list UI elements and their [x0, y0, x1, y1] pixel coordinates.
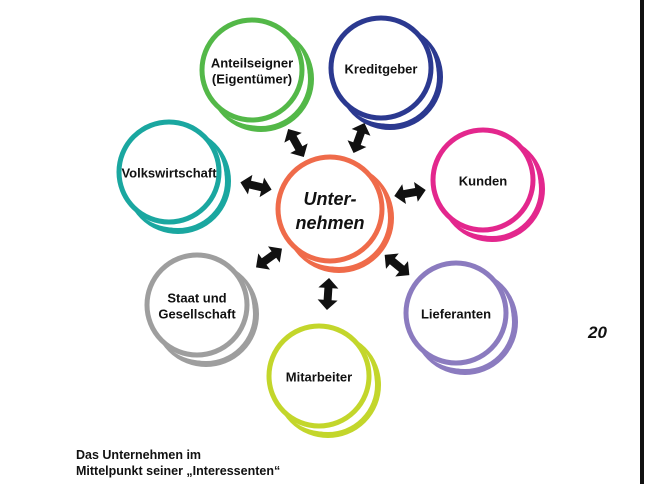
page-number: 20 [588, 323, 607, 342]
node-anteilseigner-label-line-1: Anteilseigner [211, 55, 293, 70]
node-kreditgeber-circle [328, 15, 434, 121]
node-volkswirtschaft-label-line-1: Volkswirtschaft [121, 165, 217, 180]
node-anteilseigner-label-line-2: (Eigentümer) [212, 71, 292, 86]
arrow-kunden [394, 182, 426, 204]
node-lieferanten-label-line-1: Lieferanten [421, 306, 491, 321]
node-staat-label-line-1: Staat und [167, 290, 226, 305]
node-anteilseigner-circle [199, 17, 305, 123]
node-kunden-label-line-1: Kunden [459, 173, 507, 188]
node-staat-circle [144, 252, 250, 358]
arrow-anteilseigner [284, 129, 308, 157]
node-kunden-circle [430, 127, 536, 233]
arrow-volkswirtschaft [240, 174, 272, 198]
arrow-mitarbeiter [317, 278, 339, 310]
arrow-lieferanten [384, 253, 410, 277]
node-volkswirtschaft-circle [116, 119, 222, 225]
arrow-kreditgeber [347, 122, 371, 154]
center-label-line-1: Unter- [304, 189, 357, 209]
node-lieferanten-circle [403, 260, 509, 366]
caption-line-2: Mittelpunkt seiner „Interessenten“ [76, 464, 281, 478]
arrow-staat [256, 246, 282, 270]
center-label-line-2: nehmen [295, 213, 364, 233]
caption: Das Unternehmen im Mittelpunkt seiner „I… [76, 447, 280, 479]
node-staat-label-line-2: Gesellschaft [158, 306, 236, 321]
center-circle [275, 154, 385, 264]
caption-line-1: Das Unternehmen im [76, 448, 202, 462]
node-mitarbeiter-label-line-1: Mitarbeiter [286, 369, 352, 384]
page-edge-line [640, 0, 644, 484]
node-mitarbeiter-circle [266, 323, 372, 429]
node-kreditgeber-label-line-1: Kreditgeber [345, 61, 418, 76]
